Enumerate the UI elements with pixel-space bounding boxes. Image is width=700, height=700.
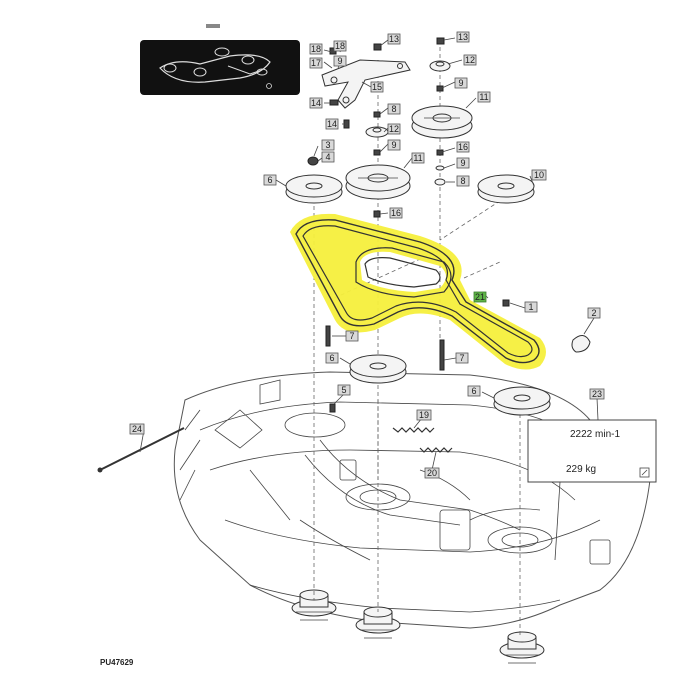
callout-8a: 8: [387, 103, 401, 115]
callout-18a: 18: [309, 43, 323, 55]
svg-text:16: 16: [458, 142, 468, 152]
callout-16b: 16: [389, 207, 403, 219]
svg-text:18: 18: [335, 41, 345, 51]
callout-17: 17: [309, 57, 323, 69]
inset-belt-routing-icon: [140, 24, 300, 95]
svg-text:9: 9: [458, 78, 463, 88]
callout-8b: 8: [456, 175, 470, 187]
svg-text:18: 18: [311, 44, 321, 54]
svg-text:7: 7: [459, 353, 464, 363]
decal-weight: 229 kg: [566, 464, 596, 475]
callout-14a: 14: [309, 97, 323, 109]
svg-text:10: 10: [534, 170, 544, 180]
svg-text:5: 5: [341, 385, 346, 395]
svg-text:6: 6: [267, 175, 272, 185]
hardware-bolts: [307, 37, 591, 413]
idler-12-right: [429, 60, 451, 72]
callout-9c: 9: [387, 139, 401, 151]
callout-21: 21: [473, 291, 487, 303]
svg-text:15: 15: [372, 82, 382, 92]
svg-text:4: 4: [325, 152, 330, 162]
callout-9b: 9: [454, 77, 468, 89]
callout-7a: 7: [345, 330, 359, 342]
pulley-11-upper: [411, 105, 473, 139]
callout-15: 15: [370, 81, 384, 93]
pulley-6-mid-right: [493, 386, 551, 416]
pulley-6-mid-left: [349, 354, 407, 384]
svg-text:12: 12: [465, 55, 475, 65]
callout-9d: 9: [456, 157, 470, 169]
callout-10: 10: [531, 169, 547, 181]
callout-19: 19: [416, 409, 432, 421]
rod-24: [97, 427, 185, 473]
pulley-10-right: [477, 174, 535, 204]
spring-19: [392, 427, 435, 433]
svg-text:2: 2: [591, 308, 596, 318]
spring-20: [419, 447, 453, 453]
svg-text:8: 8: [391, 104, 396, 114]
svg-text:11: 11: [479, 92, 488, 102]
spindle-right: [499, 631, 545, 664]
pulley-6-top-left: [285, 174, 343, 204]
idler-12-left: [365, 126, 389, 138]
svg-text:20: 20: [427, 468, 437, 478]
callout-13a: 13: [387, 33, 401, 45]
pulley-11-center: [345, 164, 411, 200]
callout-24: 24: [129, 423, 145, 435]
idler-arm-bracket: [321, 59, 411, 109]
svg-text:16: 16: [391, 208, 401, 218]
callout-5: 5: [337, 384, 351, 396]
callout-13b: 13: [456, 31, 470, 43]
callout-6b: 6: [325, 352, 339, 364]
svg-text:13: 13: [458, 32, 468, 42]
callout-6c: 6: [467, 385, 481, 397]
callout-12b: 12: [387, 123, 401, 135]
svg-text:6: 6: [329, 353, 334, 363]
svg-text:9: 9: [391, 140, 396, 150]
callout-12a: 12: [463, 54, 477, 66]
svg-text:6: 6: [471, 386, 476, 396]
leader-lines: [139, 37, 599, 561]
svg-text:12: 12: [389, 124, 399, 134]
callout-labels: 18 18 17 9 15 14 14 13 13 12 9 11 8 12 9…: [129, 31, 605, 479]
callout-16a: 16: [456, 141, 470, 153]
callout-3: 3: [321, 139, 335, 151]
svg-text:9: 9: [460, 158, 465, 168]
svg-text:11: 11: [413, 153, 422, 163]
callout-11a: 11: [477, 91, 491, 103]
svg-text:24: 24: [132, 424, 142, 434]
callout-23: 23: [589, 388, 605, 400]
svg-text:17: 17: [311, 58, 321, 68]
callout-14b: 14: [325, 118, 339, 130]
svg-text:14: 14: [327, 119, 337, 129]
mower-deck: [173, 371, 651, 629]
callout-6a: 6: [263, 174, 277, 186]
svg-text:21: 21: [475, 292, 485, 302]
callout-1: 1: [524, 301, 538, 313]
svg-text:23: 23: [592, 389, 602, 399]
decal-23: 2222 min-1 229 kg: [527, 419, 657, 483]
svg-text:13: 13: [389, 34, 399, 44]
svg-text:3: 3: [325, 140, 330, 150]
svg-text:14: 14: [311, 98, 321, 108]
callout-20: 20: [424, 467, 440, 479]
svg-text:7: 7: [349, 331, 354, 341]
svg-text:8: 8: [460, 176, 465, 186]
svg-text:9: 9: [337, 56, 342, 66]
callout-11b: 11: [411, 152, 425, 164]
callout-4: 4: [321, 151, 335, 163]
decal-speed: 2222 min-1: [570, 429, 620, 440]
callout-2: 2: [587, 307, 601, 319]
callout-7b: 7: [455, 352, 469, 364]
callout-9a: 9: [333, 55, 347, 67]
figure-reference: PU47629: [100, 658, 134, 667]
svg-text:19: 19: [419, 410, 429, 420]
svg-text:1: 1: [528, 302, 533, 312]
callout-18b: 18: [333, 40, 347, 52]
